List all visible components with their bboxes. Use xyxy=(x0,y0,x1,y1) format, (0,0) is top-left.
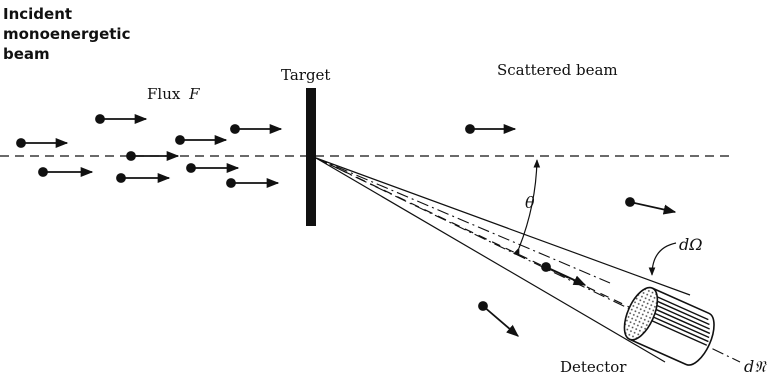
particle-with-arrow xyxy=(116,172,171,184)
particle-with-arrow xyxy=(16,137,69,149)
theta-label: θ xyxy=(525,193,535,212)
particle-with-arrow xyxy=(95,113,148,125)
particle-with-arrow xyxy=(226,177,280,189)
d-n-label: d𝔑 xyxy=(744,357,767,376)
detector-stripe xyxy=(655,295,709,321)
d-omega-leader xyxy=(648,242,677,276)
particle-with-arrow xyxy=(38,166,94,178)
detector-stripe xyxy=(652,307,711,335)
flux-symbol: F xyxy=(188,85,200,103)
theta-arc xyxy=(513,159,541,257)
detector-stripe xyxy=(648,314,709,343)
particle-with-arrow xyxy=(126,150,180,162)
particle-with-arrow xyxy=(478,301,519,337)
d-omega-label: dΩ xyxy=(679,235,703,254)
particle-with-arrow xyxy=(186,162,240,174)
detector-aperture xyxy=(623,286,659,341)
detector-stripe xyxy=(652,303,710,330)
particle-with-arrow xyxy=(175,134,228,146)
target-plate xyxy=(306,88,316,226)
particle-with-arrow xyxy=(465,123,517,135)
flux-word: Flux xyxy=(147,85,181,103)
scattered-particles xyxy=(465,123,677,337)
incident-label-line1: Incident xyxy=(3,5,72,23)
incident-label-line3: beam xyxy=(3,45,50,63)
cone-line-upper xyxy=(315,157,691,296)
incident-particles xyxy=(16,113,283,189)
scattered-beam-label: Scattered beam xyxy=(497,61,618,79)
particle-with-arrow xyxy=(625,197,677,215)
detector-label: Detector xyxy=(560,358,627,376)
detector-stripe xyxy=(647,318,708,346)
particle-with-arrow xyxy=(541,262,587,286)
detector-stripe xyxy=(653,299,710,326)
detector-stripe xyxy=(650,310,710,339)
incident-label-line2: monoenergetic xyxy=(3,25,130,43)
flux-label: Flux F xyxy=(147,85,200,103)
particle-with-arrow xyxy=(230,123,283,135)
cone-line-lower xyxy=(315,157,666,363)
cone-line-dashdot-upper xyxy=(315,157,611,284)
detector xyxy=(623,286,715,366)
target-label: Target xyxy=(281,66,330,84)
